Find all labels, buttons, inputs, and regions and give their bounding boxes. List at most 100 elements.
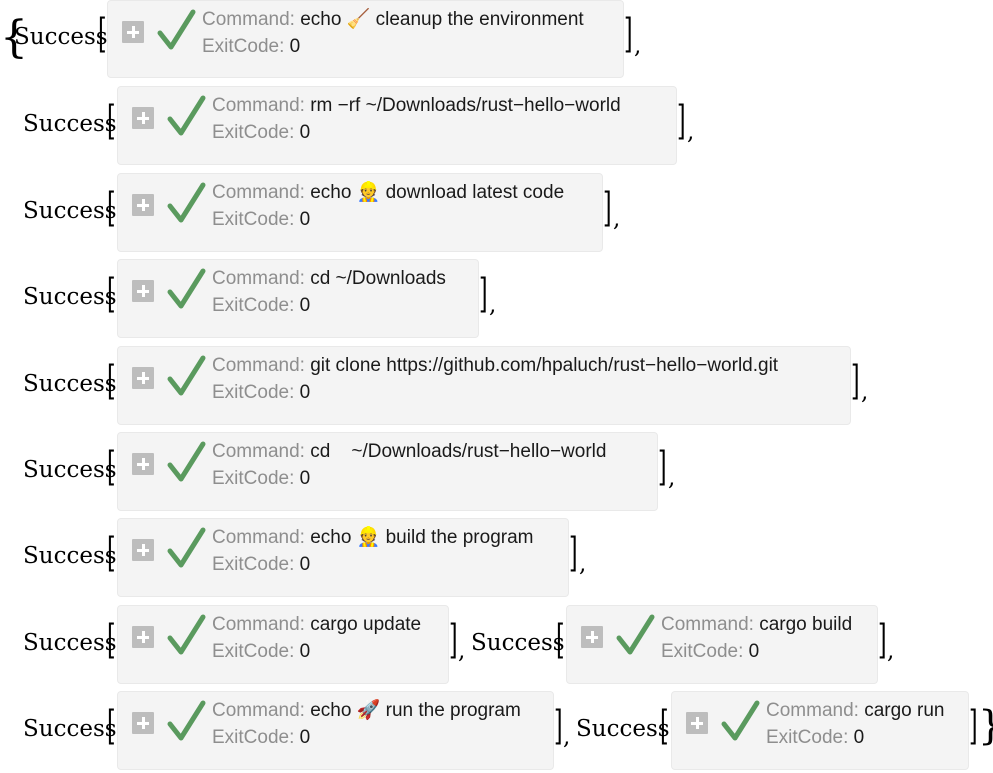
open-bracket: [ (107, 185, 116, 231)
separator-comma: , (634, 33, 642, 59)
success-head: Success (23, 716, 117, 742)
expand-plus-icon[interactable] (132, 367, 154, 389)
success-head: Success (576, 716, 670, 742)
success-head: Success (23, 284, 117, 310)
separator-comma: , (687, 119, 695, 145)
exitcode-line: ExitCode: 0 (212, 123, 310, 142)
separator-comma: , (887, 638, 895, 664)
expand-plus-icon[interactable] (132, 194, 154, 216)
exitcode-line: ExitCode: 0 (212, 383, 310, 402)
exitcode-line: ExitCode: 0 (212, 728, 310, 747)
command-value: git clone https://github.com/hpaluch/rus… (310, 355, 779, 376)
close-bracket: ] (479, 271, 488, 317)
command-line: Command: echo 👷 download latest code (212, 183, 564, 202)
exitcode-value: 0 (299, 122, 311, 143)
exitcode-label: ExitCode: (212, 468, 295, 489)
success-panel: Command: git clone https://github.com/hp… (117, 346, 851, 425)
success-head: Success (471, 630, 565, 656)
command-value: rm −rf ~/Downloads/rust−hello−world (310, 95, 621, 116)
command-value: echo 🧹 cleanup the environment (300, 9, 584, 30)
expand-plus-icon[interactable] (132, 280, 154, 302)
success-panel: Command: echo 🧹 cleanup the environment … (107, 0, 624, 78)
command-line: Command: rm −rf ~/Downloads/rust−hello−w… (212, 96, 621, 115)
success-head: Success (23, 457, 117, 483)
command-label: Command: (212, 268, 305, 289)
expand-plus-icon[interactable] (132, 453, 154, 475)
exitcode-value: 0 (299, 209, 311, 230)
exitcode-line: ExitCode: 0 (212, 296, 310, 315)
success-panel: Command: echo 🚀 run the program ExitCode… (117, 691, 554, 770)
checkmark-icon (167, 355, 206, 396)
success-head: Success (23, 630, 117, 656)
checkmark-icon (167, 527, 206, 568)
checkmark-icon (167, 268, 206, 309)
expand-plus-icon[interactable] (686, 712, 708, 734)
open-bracket: [ (107, 98, 116, 144)
open-bracket: [ (107, 358, 116, 404)
expand-plus-icon[interactable] (132, 626, 154, 648)
open-bracket: [ (107, 703, 116, 749)
close-bracket: ] (969, 703, 978, 749)
command-value: cargo update (310, 614, 422, 635)
exitcode-value: 0 (853, 727, 865, 748)
success-head: Success (23, 543, 117, 569)
exitcode-label: ExitCode: (212, 382, 295, 403)
command-label: Command: (212, 95, 305, 116)
exitcode-value: 0 (748, 641, 760, 662)
exitcode-value: 0 (299, 554, 311, 575)
command-line: Command: echo 🚀 run the program (212, 701, 521, 720)
close-bracket: ] (851, 358, 860, 404)
close-bracket: ] (554, 703, 563, 749)
close-bracket: ] (624, 11, 633, 57)
checkmark-icon (167, 95, 206, 136)
open-bracket: [ (556, 617, 565, 663)
open-bracket: [ (107, 271, 116, 317)
command-label: Command: (661, 614, 754, 635)
exitcode-label: ExitCode: (212, 727, 295, 748)
exitcode-label: ExitCode: (202, 36, 285, 57)
separator-comma: , (861, 379, 869, 405)
separator-comma: , (613, 206, 621, 232)
exitcode-label: ExitCode: (212, 554, 295, 575)
command-value: echo 👷 build the program (310, 527, 534, 548)
command-label: Command: (212, 527, 305, 548)
expand-plus-icon[interactable] (132, 107, 154, 129)
exitcode-line: ExitCode: 0 (661, 642, 759, 661)
exitcode-label: ExitCode: (212, 641, 295, 662)
separator-comma: , (489, 292, 497, 318)
command-line: Command: cargo build (661, 615, 852, 634)
close-bracket: ] (878, 617, 887, 663)
exitcode-label: ExitCode: (212, 295, 295, 316)
expand-plus-icon[interactable] (122, 21, 144, 43)
exitcode-value: 0 (299, 468, 311, 489)
list-close-brace: } (978, 706, 993, 746)
command-label: Command: (212, 441, 305, 462)
checkmark-icon (167, 700, 206, 741)
exitcode-line: ExitCode: 0 (202, 37, 300, 56)
success-head: Success (23, 111, 117, 137)
close-bracket: ] (569, 530, 578, 576)
separator-comma: , (563, 724, 571, 750)
success-panel: Command: echo 👷 build the program ExitCo… (117, 518, 569, 597)
close-bracket: ] (603, 185, 612, 231)
success-panel: Command: cargo build ExitCode: 0 (566, 605, 878, 684)
expand-plus-icon[interactable] (132, 712, 154, 734)
command-label: Command: (212, 355, 305, 376)
exitcode-label: ExitCode: (661, 641, 744, 662)
expand-plus-icon[interactable] (581, 626, 603, 648)
command-value: cargo run (864, 700, 945, 721)
close-bracket: ] (677, 98, 686, 144)
command-line: Command: git clone https://github.com/hp… (212, 356, 778, 375)
expand-plus-icon[interactable] (132, 539, 154, 561)
success-head: Success (14, 24, 108, 50)
checkmark-icon (616, 614, 655, 655)
exitcode-value: 0 (289, 36, 301, 57)
command-label: Command: (212, 182, 305, 203)
exitcode-value: 0 (299, 727, 311, 748)
exitcode-line: ExitCode: 0 (212, 469, 310, 488)
command-line: Command: cargo update (212, 615, 421, 634)
command-value: echo 🚀 run the program (310, 700, 521, 721)
open-bracket: [ (660, 703, 669, 749)
exitcode-label: ExitCode: (766, 727, 849, 748)
exitcode-label: ExitCode: (212, 209, 295, 230)
